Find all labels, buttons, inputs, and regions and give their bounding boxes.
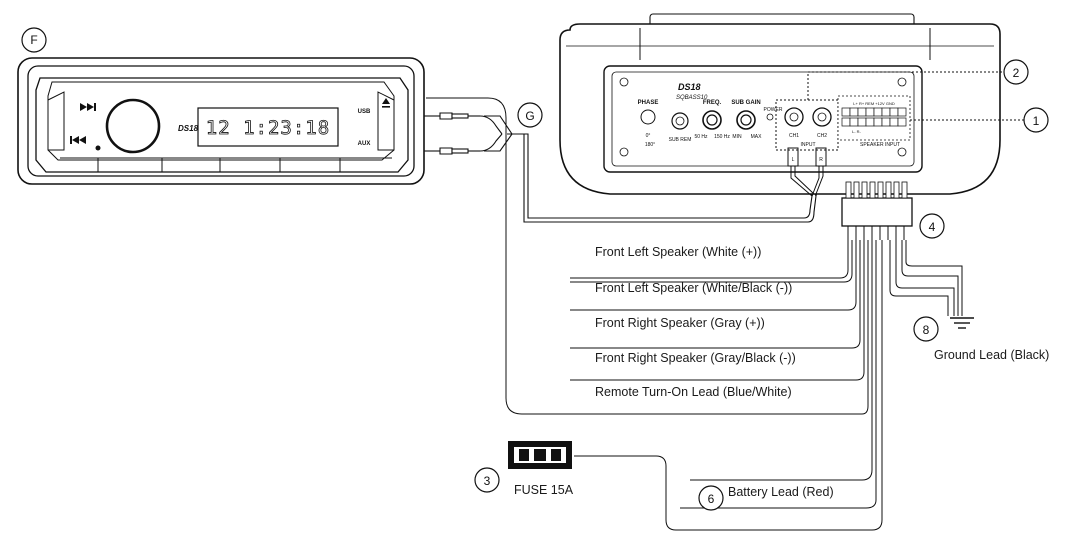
amp-model: SQBASS10 (676, 95, 708, 101)
callout-2: 2 (1013, 66, 1020, 80)
ground-icon (950, 317, 974, 329)
plug-r: R (819, 157, 823, 163)
callout-4-circle (919, 213, 945, 239)
head-unit: F DS18 (17, 27, 425, 185)
aux-label: AUX (358, 141, 371, 147)
front-right-neg-label: Front Right Speaker (Gray/Black (-)) (595, 351, 796, 365)
ch2-label: CH2 (817, 133, 827, 139)
power-label: POWER (764, 107, 783, 113)
battery-lead-label: Battery Lead (Red) (728, 485, 834, 499)
phase-0: 0° (646, 133, 651, 139)
speaker-input-label: SPEAKER INPUT (860, 142, 900, 148)
callout-3: 3 (484, 474, 491, 488)
callout-1-circle (1023, 107, 1049, 133)
rca-plug-icon (439, 147, 480, 155)
freq-min: 50 Hz (694, 134, 708, 140)
plug-l: L (792, 157, 795, 163)
remote-lead-label: Remote Turn-On Lead (Blue/White) (595, 385, 792, 399)
skip-forward-icon[interactable] (80, 103, 96, 111)
callout-8: 8 (923, 323, 930, 337)
usb-label: USB (358, 109, 371, 115)
freq-label: FREQ. (703, 100, 722, 106)
callout-g-circle (517, 102, 543, 128)
freq-max: 150 Hz (714, 134, 730, 140)
phase-180: 180° (645, 142, 655, 148)
amp-brand: DS18 (678, 82, 701, 92)
fuse-icon (508, 441, 572, 469)
gain-min: MIN (732, 134, 742, 140)
ground-lead-label: Ground Lead (Black) (934, 348, 1049, 362)
head-unit-brand: DS18 (178, 124, 199, 133)
amplifier: DS18 SQBASS10 PHASE 0° 180° SUB REM FREQ… (559, 13, 1001, 197)
callout-6-circle (698, 485, 724, 511)
skip-back-icon[interactable] (70, 136, 86, 144)
callout-f-circle (21, 27, 47, 53)
callout-1: 1 (1033, 114, 1040, 128)
eject-icon[interactable] (382, 98, 390, 108)
callout-8-circle (913, 316, 939, 342)
volume-knob[interactable] (105, 98, 161, 154)
gain-label: SUB GAIN (731, 100, 760, 106)
fuse-label: FUSE 15A (514, 483, 574, 497)
front-left-neg-label: Front Left Speaker (White/Black (-)) (595, 281, 792, 295)
display-time: 12 1:23:18 (206, 117, 330, 139)
remote-wire (426, 97, 862, 415)
callout-2-circle (1003, 59, 1029, 85)
callout-6: 6 (708, 492, 715, 506)
phase-switch[interactable] (640, 109, 656, 125)
terminal-bottom-label: L- R- (852, 129, 862, 134)
callout-3-circle (474, 467, 500, 493)
input-label: INPUT (801, 142, 816, 148)
speaker-wires (570, 240, 963, 531)
callout-f: F (30, 33, 37, 47)
ch1-label: CH1 (789, 133, 799, 139)
front-right-pos-label: Front Right Speaker (Gray (+)) (595, 316, 765, 330)
sub-rem-label: SUB REM (669, 137, 692, 143)
lcd-display (197, 107, 339, 147)
harness-connector (841, 181, 913, 240)
phase-label: PHASE (638, 100, 659, 106)
gain-max: MAX (751, 134, 763, 140)
callout-g: G (525, 109, 534, 123)
callout-4: 4 (929, 220, 936, 234)
power-led (766, 113, 774, 121)
speaker-input-terminal[interactable] (841, 107, 907, 127)
rca-plug-icon (439, 112, 480, 120)
front-left-pos-label: Front Left Speaker (White (+)) (595, 245, 761, 259)
terminal-top-label: L+ R+ REM +12V GND (853, 101, 895, 106)
